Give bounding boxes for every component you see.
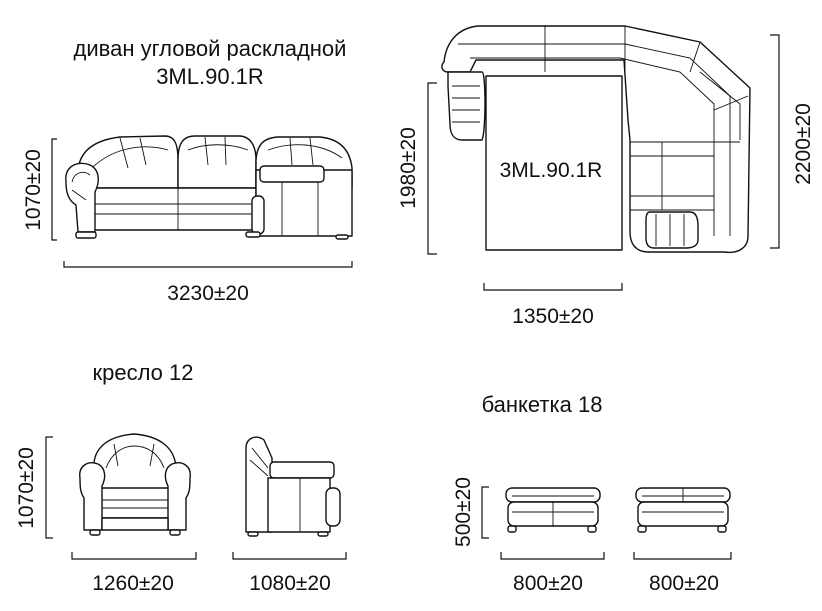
armchair-front-view xyxy=(79,433,191,536)
sofa-title-line2: 3ML.90.1R xyxy=(156,64,264,89)
armchair-height-dimension-line xyxy=(45,436,53,539)
total-depth-dimension-line xyxy=(770,34,780,249)
bed-length-dimension-line xyxy=(427,82,437,255)
bed-width-dimension-line xyxy=(483,283,623,291)
sofa-width-label: 3230±20 xyxy=(167,282,249,305)
armchair-height-label: 1070±20 xyxy=(15,447,38,529)
ottoman-front-view xyxy=(505,487,601,533)
ottoman-height-dimension-line xyxy=(481,486,489,539)
total-depth-label: 2200±20 xyxy=(792,103,815,185)
sofa-width-dimension-line xyxy=(63,261,353,268)
ottoman-front-width-dimension-line xyxy=(500,552,605,560)
ottoman-front-width-label: 800±20 xyxy=(513,572,583,595)
armchair-depth-label: 1080±20 xyxy=(249,572,331,595)
ottoman-height-label: 500±20 xyxy=(452,477,475,547)
ottoman-title: банкетка 18 xyxy=(482,392,603,417)
armchair-side-view xyxy=(245,436,341,537)
corner-sofa-plan-view xyxy=(441,25,751,254)
plan-model-label: 3ML.90.1R xyxy=(500,159,603,182)
armchair-width-dimension-line xyxy=(71,552,197,560)
ottoman-side-view xyxy=(635,487,731,533)
ottoman-side-width-dimension-line xyxy=(633,552,732,560)
sofa-height-dimension-line xyxy=(51,138,57,241)
bed-length-label: 1980±20 xyxy=(397,127,420,209)
ottoman-side-width-label: 800±20 xyxy=(649,572,719,595)
armchair-depth-dimension-line xyxy=(232,552,347,560)
bed-width-label: 1350±20 xyxy=(512,305,594,328)
armchair-title: кресло 12 xyxy=(93,360,194,385)
corner-sofa-front-view xyxy=(65,135,353,240)
armchair-width-label: 1260±20 xyxy=(92,572,174,595)
sofa-height-label: 1070±20 xyxy=(22,149,45,231)
sofa-title-line1: диван угловой раскладной xyxy=(74,36,347,61)
